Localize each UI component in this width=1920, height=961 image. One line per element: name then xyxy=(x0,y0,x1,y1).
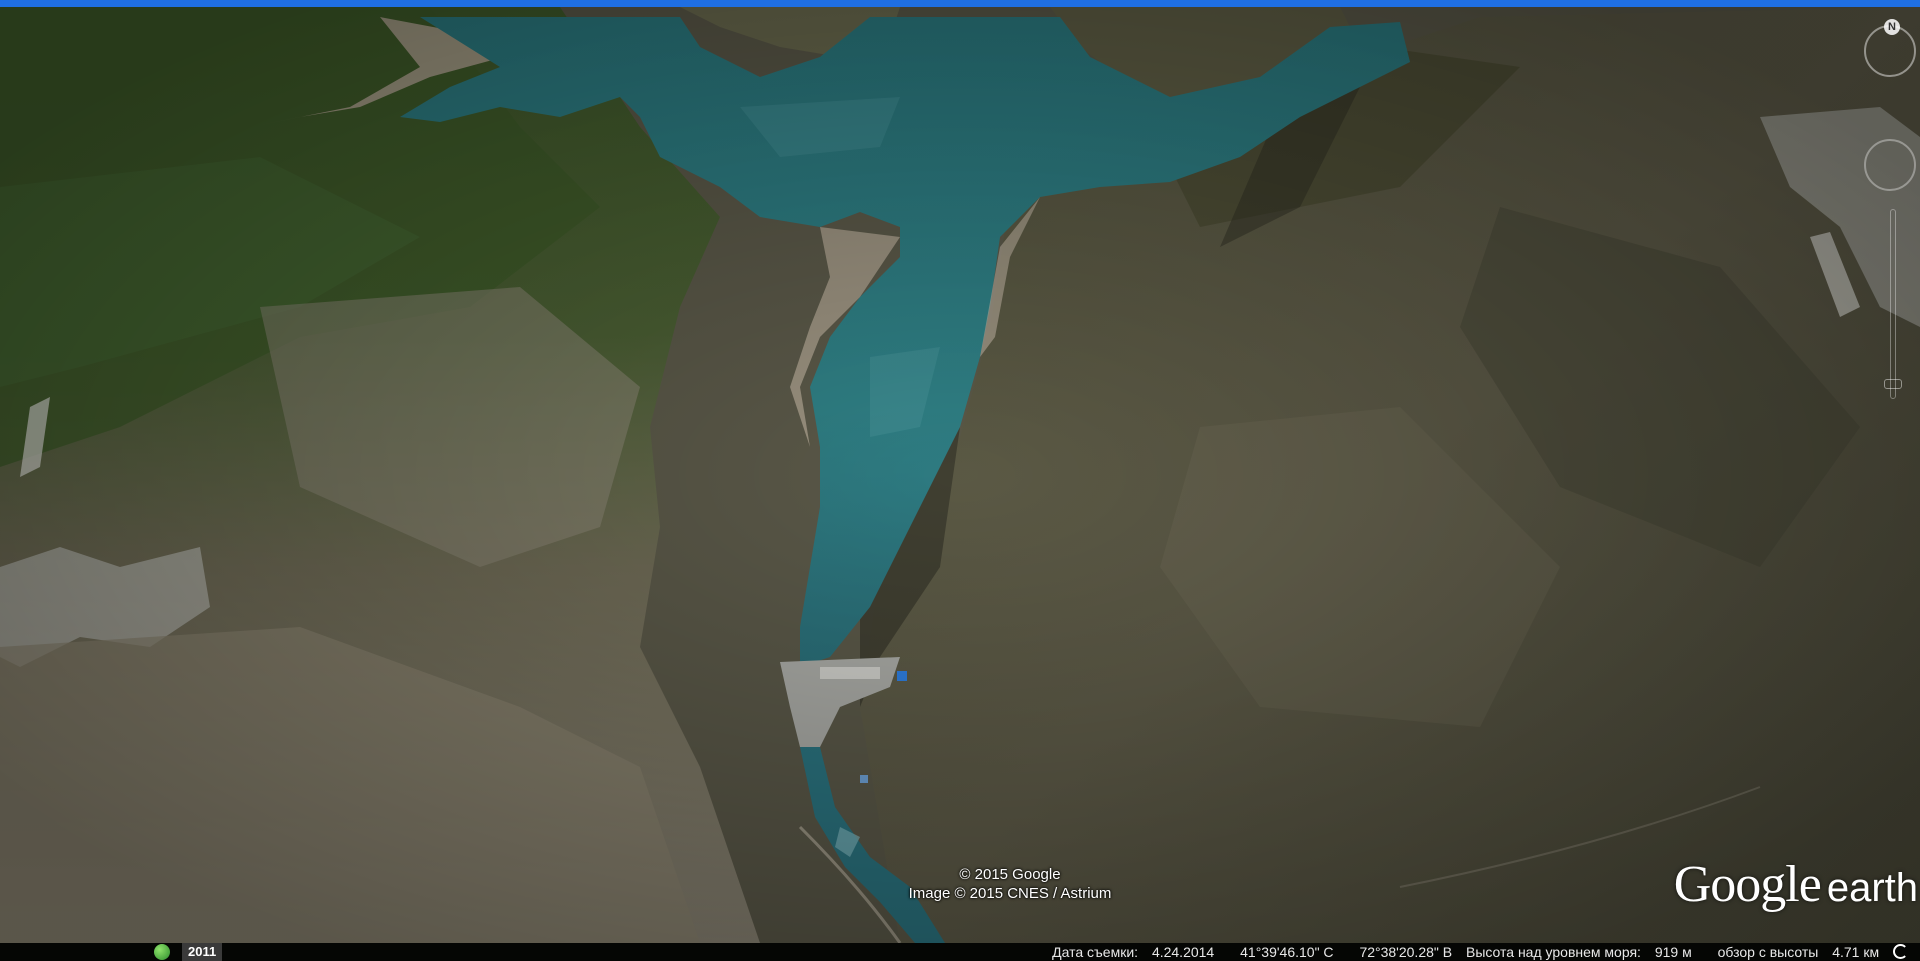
elevation: 919 м xyxy=(1654,944,1692,960)
zoom-slider-thumb[interactable] xyxy=(1884,379,1902,389)
capture-date: 4.24.2014 xyxy=(1151,944,1215,960)
capture-date-label: Дата съемки: xyxy=(1052,944,1139,960)
navigation-controls[interactable]: N xyxy=(1860,19,1920,439)
imagery-attribution: © 2015 Google Image © 2015 CNES / Astriu… xyxy=(800,865,1220,903)
elevation-label: Высота над уровнем моря: xyxy=(1465,944,1641,960)
terrain-imagery[interactable] xyxy=(0,7,1920,943)
historical-imagery-icon[interactable] xyxy=(154,944,170,960)
map-viewport[interactable]: N © 2015 Google Image © 2015 CNES / Astr… xyxy=(0,7,1920,943)
eye-altitude: 4.71 км xyxy=(1832,944,1880,960)
look-joystick[interactable] xyxy=(1864,139,1916,191)
window-top-bar xyxy=(0,0,1920,7)
compass-north-icon[interactable]: N xyxy=(1884,19,1900,35)
latitude: 41°39'46.10" С xyxy=(1240,944,1334,960)
imagery-year[interactable]: 2011 xyxy=(182,943,223,961)
attribution-line: © 2015 Google xyxy=(959,866,1061,883)
zoom-slider[interactable] xyxy=(1890,209,1896,399)
status-bar: 2011 Дата съемки: 4.24.2014 41°39'46.10"… xyxy=(0,943,1920,961)
eye-altitude-label: обзор с высоты xyxy=(1717,944,1819,960)
loading-spinner-icon xyxy=(1893,944,1908,959)
status-info: Дата съемки: 4.24.2014 41°39'46.10" С 72… xyxy=(1042,943,1908,961)
logo-primary: Google xyxy=(1673,856,1822,913)
logo-secondary: earth xyxy=(1826,866,1918,910)
attribution-line: Image © 2015 CNES / Astrium xyxy=(908,885,1112,902)
longitude: 72°38'20.28" В xyxy=(1359,944,1453,960)
